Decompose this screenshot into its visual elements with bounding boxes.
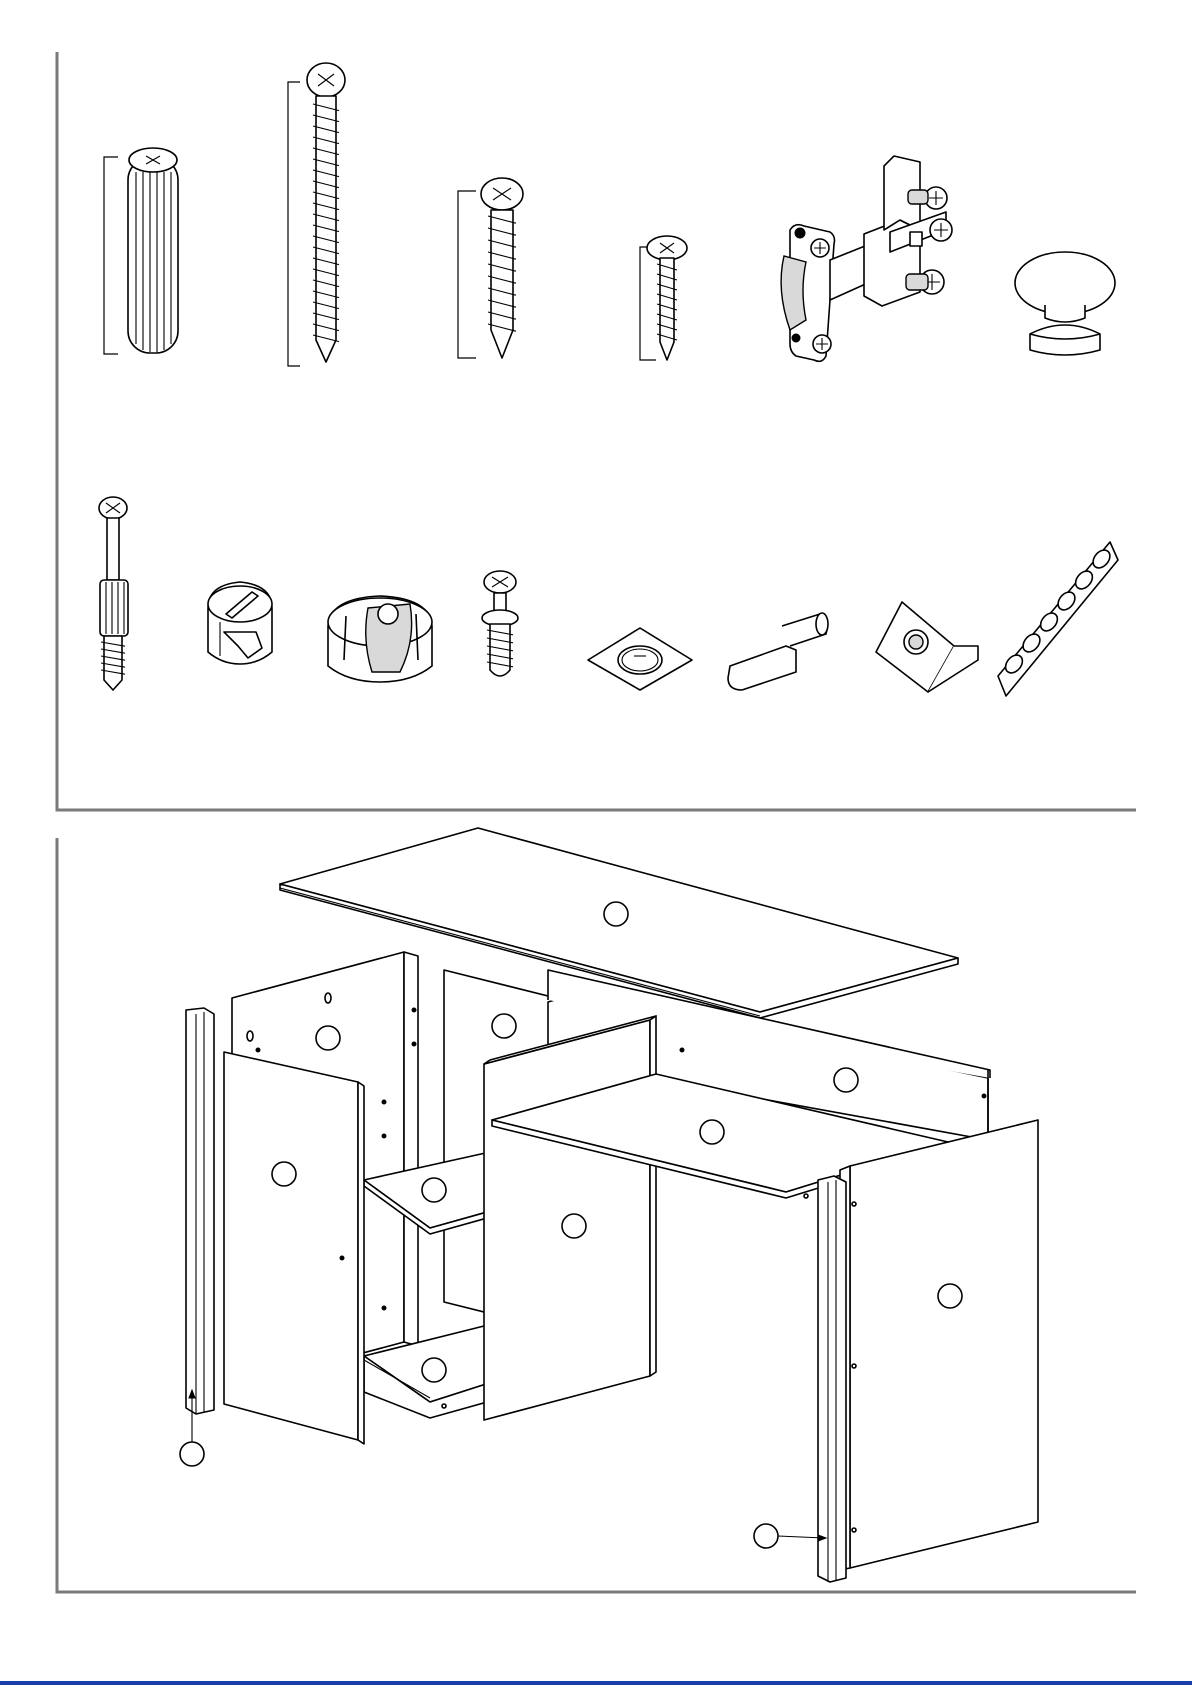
knob: [1015, 252, 1115, 355]
left-side-panel: [224, 1052, 386, 1444]
callout-right-leg-post: [754, 1524, 778, 1548]
hardware-frame: [57, 52, 1136, 810]
cover-cap-strip: [998, 542, 1118, 696]
callout-divider-panel: [562, 1214, 586, 1238]
callout-left-back-panel: [316, 1026, 340, 1050]
callout-left-leg-post: [180, 1442, 204, 1466]
right-side-panel: [840, 1120, 1038, 1570]
short-screw: [640, 236, 687, 360]
right-leg-post: [778, 1176, 846, 1582]
callout-left-side-panel: [272, 1162, 296, 1186]
page-bottom-rule: [0, 1681, 1192, 1685]
wooden-dowel: [104, 148, 178, 354]
cabinet-hinge: [781, 156, 952, 361]
callout-top-panel: [604, 902, 628, 926]
medium-screw: [458, 178, 523, 358]
connector-bolt: [99, 497, 128, 690]
shelf-pin: [728, 613, 828, 690]
callout-upper-shelf: [422, 1178, 446, 1202]
callout-bottom-shelf: [422, 1358, 446, 1382]
cam-lock: [208, 582, 272, 664]
callout-right-side-panel: [938, 1284, 962, 1308]
corner-bracket: [876, 602, 978, 692]
felt-pad: [588, 628, 692, 690]
long-screw: [288, 63, 345, 366]
left-leg-post: [186, 1008, 214, 1450]
cam-housing: [328, 596, 432, 682]
callout-right-back-panel: [834, 1068, 858, 1092]
callout-desk-shelf: [700, 1120, 724, 1144]
cam-bolt: [482, 571, 518, 676]
callout-center-back-panel: [492, 1014, 516, 1038]
